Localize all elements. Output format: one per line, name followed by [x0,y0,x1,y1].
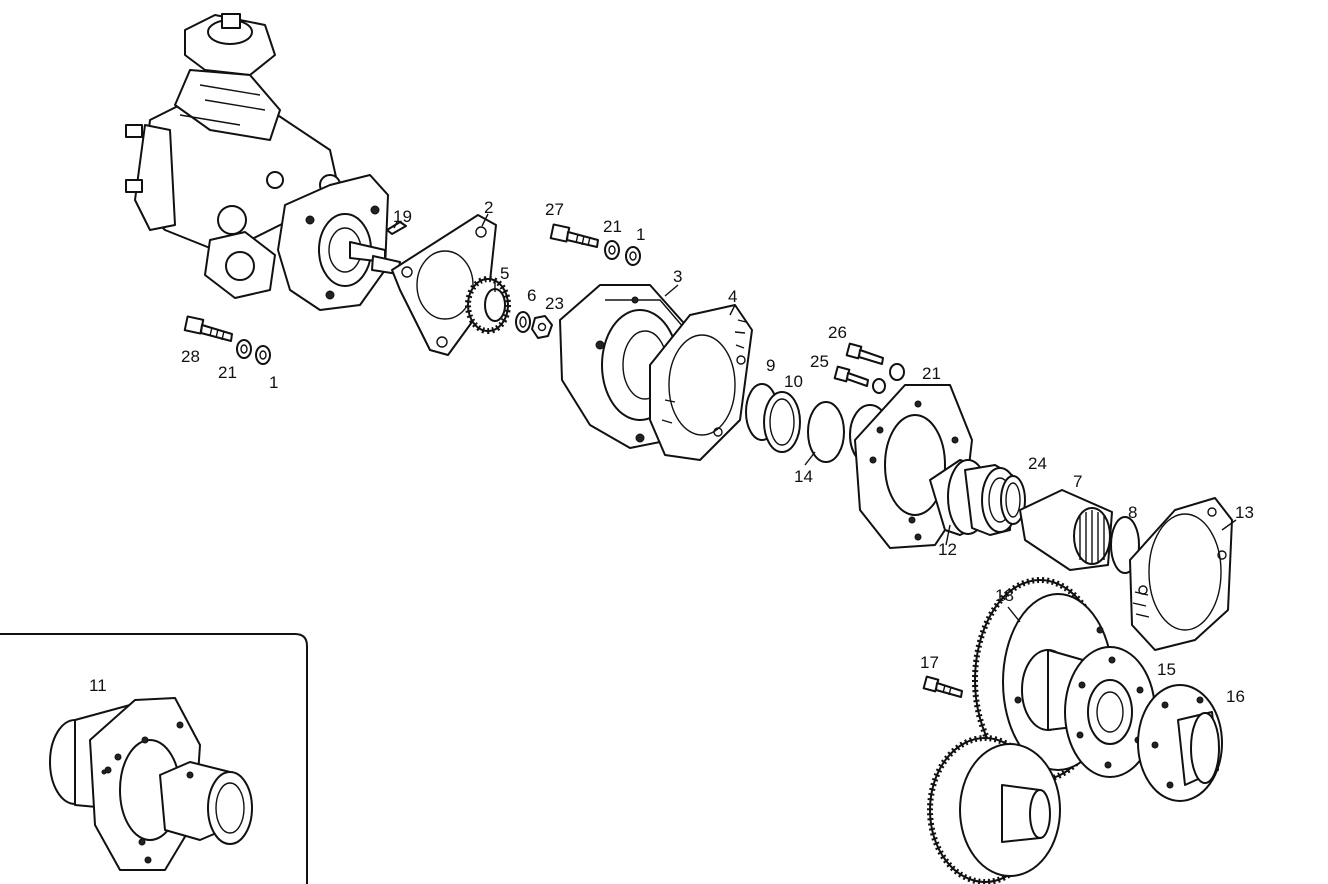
part-28-bolt [183,315,233,342]
callout-16: 16 [1226,687,1245,706]
callout-19: 19 [393,207,412,226]
part-10-ring [763,391,801,453]
inset-panel [0,633,308,884]
callout-25: 25 [810,352,829,371]
part-5-gear [465,276,511,334]
callout-13: 13 [1235,503,1254,522]
part-16-flange [1137,684,1223,802]
washer-small [872,378,886,394]
callout-27: 27 [545,200,564,219]
part-17-bolt [922,675,963,698]
part-21-washer-right [889,363,905,381]
part-14-ring [807,401,845,463]
leader-lines [393,213,1237,623]
callout-18: 18 [995,586,1014,605]
part-13-gasket [1129,497,1233,651]
part-25-bolt [833,365,869,387]
part-1-nut-left [255,345,271,365]
callout-10: 10 [784,372,803,391]
callout-14: 14 [794,467,813,486]
callout-17: 17 [920,653,939,672]
callout-6: 6 [527,286,536,305]
part-4-gasket [649,304,753,461]
callout-11: 11 [89,676,107,695]
callout-1-left: 1 [269,373,278,392]
callout-24: 24 [1028,454,1047,473]
part-11-assembly [49,697,253,871]
part-21-washer-left [236,339,252,359]
callout-28: 28 [181,347,200,366]
callout-23: 23 [545,294,564,313]
part-2-gasket [391,214,497,356]
callout-8: 8 [1128,503,1137,522]
part-15-flange [1064,646,1156,778]
callout-4: 4 [728,287,737,306]
callout-5: 5 [500,264,509,283]
part-26-bolt [845,342,884,365]
callout-21-top: 21 [603,217,622,236]
callout-9: 9 [766,356,775,375]
callout-7: 7 [1073,472,1082,491]
part-24-ring [1000,475,1026,525]
callout-26: 26 [828,323,847,342]
callout-1-top: 1 [636,225,645,244]
part-21-washer-top [604,240,620,260]
callout-2: 2 [484,198,493,217]
callout-3: 3 [673,267,682,286]
part-6-washer [515,311,531,333]
callout-21-left: 21 [218,363,237,382]
callout-21-right: 21 [922,364,941,383]
part-1-nut-top [625,246,641,266]
callout-15: 15 [1157,660,1176,679]
part-23-nut [531,315,553,339]
part-27-bolt [549,223,599,248]
injection-pump [125,13,401,311]
part-7-sleeve [1019,489,1113,571]
lower-gear [927,735,1061,884]
callout-12: 12 [938,540,957,559]
callout-labels: 19 2 27 21 1 5 6 23 3 4 28 21 1 26 25 21… [89,198,1254,706]
